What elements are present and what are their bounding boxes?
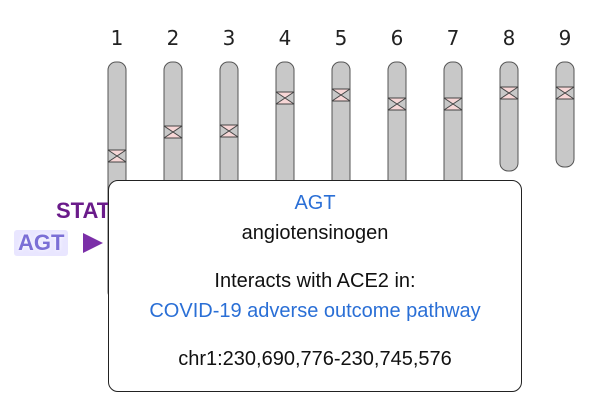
chromosome-label-5[interactable]: 5 [334,26,348,50]
chromosome-label-2[interactable]: 2 [166,26,180,50]
chromosome-9-centromere-lines [555,86,575,100]
agt-gene-label[interactable]: AGT [14,230,69,256]
chromosome-1-centromere-lines [107,149,127,163]
chromosome-8-centromere-lines [499,86,519,100]
chromosome-label-1[interactable]: 1 [110,26,124,50]
chromosome-7-centromere-lines [443,97,463,111]
chromosome-2-centromere-lines [163,125,183,139]
chromosome-label-3[interactable]: 3 [222,26,236,50]
gene-tooltip: AGT angiotensinogen Interacts with ACE2 … [108,180,522,392]
chromosome-5-centromere-lines [331,88,351,102]
tooltip-location: chr1:230,690,776-230,745,576 [178,348,452,370]
chromosome-label-9[interactable]: 9 [558,26,572,50]
tooltip-pathway-link[interactable]: COVID-19 adverse outcome pathway [149,300,481,322]
tooltip-interacts-text: Interacts with ACE2 in: [214,270,416,292]
tooltip-gene-name: angiotensinogen [241,222,389,244]
chromosome-9[interactable] [555,61,575,168]
chromosome-3-centromere-lines [219,124,239,138]
tooltip-gene-symbol-link[interactable]: AGT [294,192,336,214]
chromosome-8[interactable] [499,61,519,172]
chromosome-label-8[interactable]: 8 [502,26,516,50]
chromosome-6-centromere-lines [387,97,407,111]
stat-gene-label[interactable]: STAT [56,198,111,223]
agt-marker-arrow-icon[interactable] [83,233,103,253]
chromosome-label-6[interactable]: 6 [390,26,404,50]
chromosome-4-centromere-lines [275,91,295,105]
chromosome-label-4[interactable]: 4 [278,26,292,50]
chromosome-9-body[interactable] [555,61,575,168]
chromosome-label-7[interactable]: 7 [446,26,460,50]
chromosome-8-body[interactable] [499,61,519,172]
